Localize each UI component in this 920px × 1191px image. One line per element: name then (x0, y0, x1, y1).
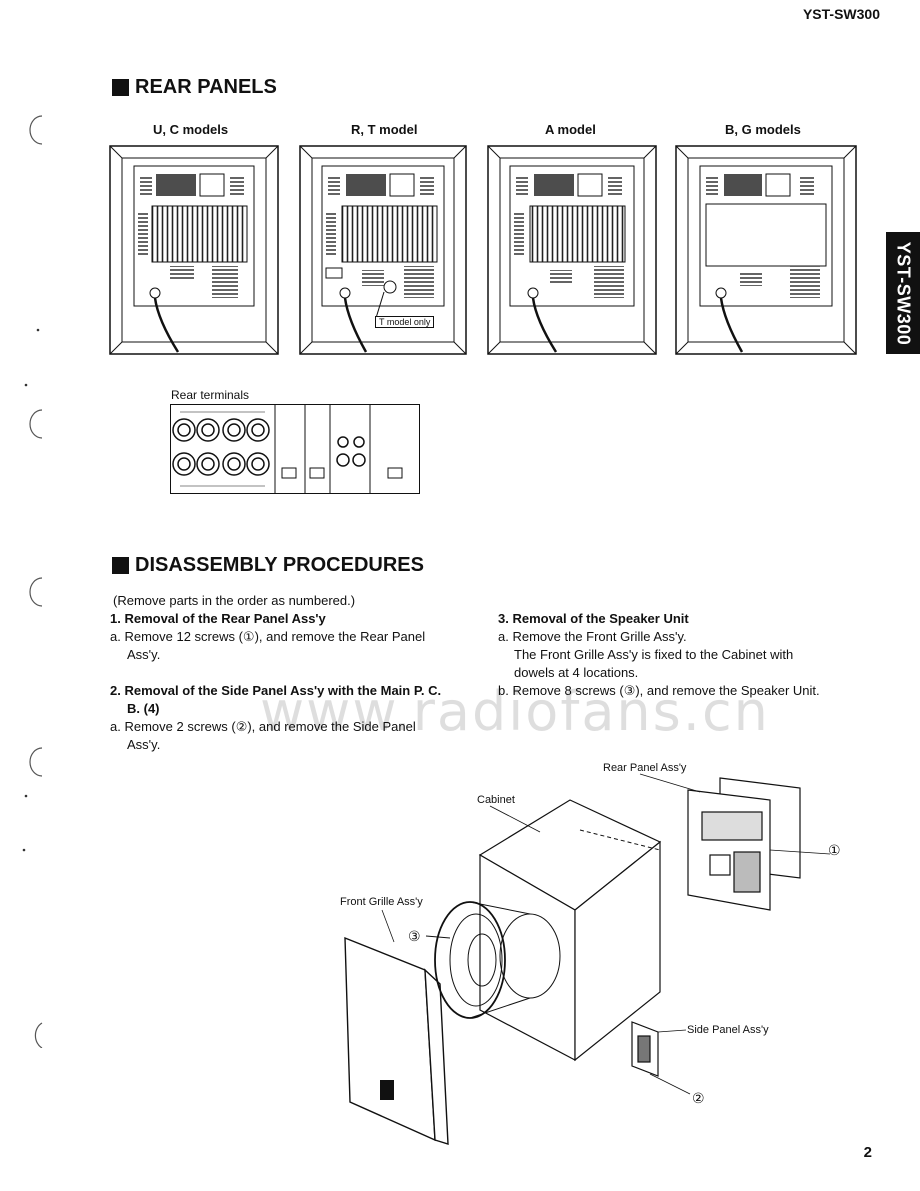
side-panel-assy-label: Side Panel Ass'y (687, 1024, 769, 1036)
step2-heading-line1: 2. Removal of the Side Panel Ass'y with … (110, 683, 442, 698)
disassembly-intro: (Remove parts in the order as numbered.) (113, 593, 356, 608)
rear-panel-a (487, 145, 657, 355)
step3-a-line1: a. Remove the Front Grille Ass'y. (498, 629, 687, 644)
step2-heading-line2: B. (4) (127, 701, 160, 716)
step1-a-line1: a. Remove 12 screws (①), and remove the … (110, 629, 426, 644)
cabinet-label: Cabinet (477, 794, 515, 806)
rear-panels-title: REAR PANELS (112, 76, 277, 99)
binding-marks (22, 115, 43, 1048)
side-tab-text: YST-SW300 (893, 241, 914, 345)
disassembly-title-text: DISASSEMBLY PROCEDURES (135, 554, 424, 576)
rear-terminals-label: Rear terminals (171, 388, 250, 402)
exploded-view-drawing (344, 773, 831, 1145)
rear-panel-assy-label: Rear Panel Ass'y (603, 762, 687, 774)
section-bullet (112, 557, 129, 574)
model-label-bg: B, G models (725, 122, 801, 137)
step2-a-line1: a. Remove 2 screws (②), and remove the S… (110, 719, 416, 734)
marker-2: ② (692, 1090, 705, 1106)
front-grille-assy-label: Front Grille Ass'y (340, 896, 423, 908)
step1-heading: 1. Removal of the Rear Panel Ass'y (110, 611, 326, 626)
side-tab: YST-SW300 (886, 232, 920, 354)
rear-panels-title-text: REAR PANELS (135, 76, 277, 98)
disassembly-title: DISASSEMBLY PROCEDURES (112, 554, 424, 577)
rear-panel-bg (675, 145, 857, 355)
model-label-uc: U, C models (153, 122, 229, 137)
section-bullet (112, 79, 129, 96)
step3-a-line3: dowels at 4 locations. (514, 665, 639, 680)
rear-panel-drawings (109, 145, 857, 355)
step2-a-line2: Ass'y. (127, 737, 161, 752)
rear-panel-uc (109, 145, 279, 355)
step3-heading: 3. Removal of the Speaker Unit (498, 611, 689, 626)
marker-1: ① (828, 842, 841, 858)
step1-a-line2: Ass'y. (127, 647, 161, 662)
t-model-note: T model only (375, 316, 435, 328)
rear-terminals-diagram (170, 404, 420, 494)
watermark: www.radiofans.cn (260, 680, 770, 743)
marker-3: ③ (408, 928, 421, 944)
page-number: 2 (863, 1144, 872, 1161)
step3-a-line2: The Front Grille Ass'y is fixed to the C… (514, 647, 794, 662)
header-model: YST-SW300 (802, 6, 880, 22)
model-label-a: A model (545, 122, 596, 137)
model-label-rt: R, T model (351, 122, 418, 137)
step3-b-line1: b. Remove 8 screws (③), and remove the S… (498, 683, 820, 698)
